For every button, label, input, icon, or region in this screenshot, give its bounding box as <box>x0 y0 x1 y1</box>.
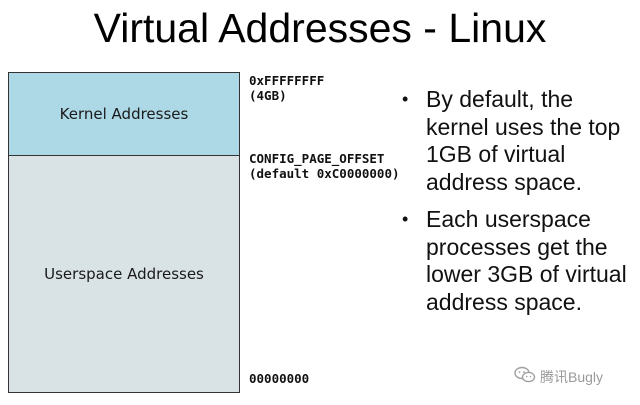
watermark-text: 腾讯Bugly <box>540 368 604 385</box>
bottom-address-label: 00000000 <box>249 371 309 386</box>
userspace-region-label: Userspace Addresses <box>44 265 204 283</box>
kernel-region-label: Kernel Addresses <box>59 105 189 123</box>
bottom-address: 00000000 <box>249 371 310 386</box>
slide-title: Virtual Addresses - Linux <box>93 5 547 51</box>
page-offset-label: CONFIG_PAGE_OFFSET (default 0xC0000000) <box>249 151 400 181</box>
kernel-region: Kernel Addresses <box>9 73 239 156</box>
bullet-text: Each userspace processes get the lower 3… <box>426 206 627 315</box>
page-offset-note: (default 0xC0000000) <box>249 166 400 181</box>
bullet-item: • By default, the kernel uses the top 1G… <box>402 86 638 196</box>
bullet-marker: • <box>402 89 409 109</box>
top-address-note: (4GB) <box>249 88 287 103</box>
bullet-list: • By default, the kernel uses the top 1G… <box>402 86 638 326</box>
userspace-region: Userspace Addresses <box>9 156 239 392</box>
bullet-text: By default, the kernel uses the top 1GB … <box>426 86 621 195</box>
wechat-icon <box>514 366 540 387</box>
page-offset-name: CONFIG_PAGE_OFFSET <box>249 151 385 166</box>
watermark: 腾讯Bugly <box>514 366 603 387</box>
top-address: 0xFFFFFFFF <box>249 73 325 88</box>
bullet-item: • Each userspace processes get the lower… <box>402 206 638 316</box>
address-space-diagram: Kernel Addresses Userspace Addresses <box>8 72 240 393</box>
bullet-marker: • <box>402 209 409 229</box>
top-address-label: 0xFFFFFFFF (4GB) <box>249 73 324 103</box>
